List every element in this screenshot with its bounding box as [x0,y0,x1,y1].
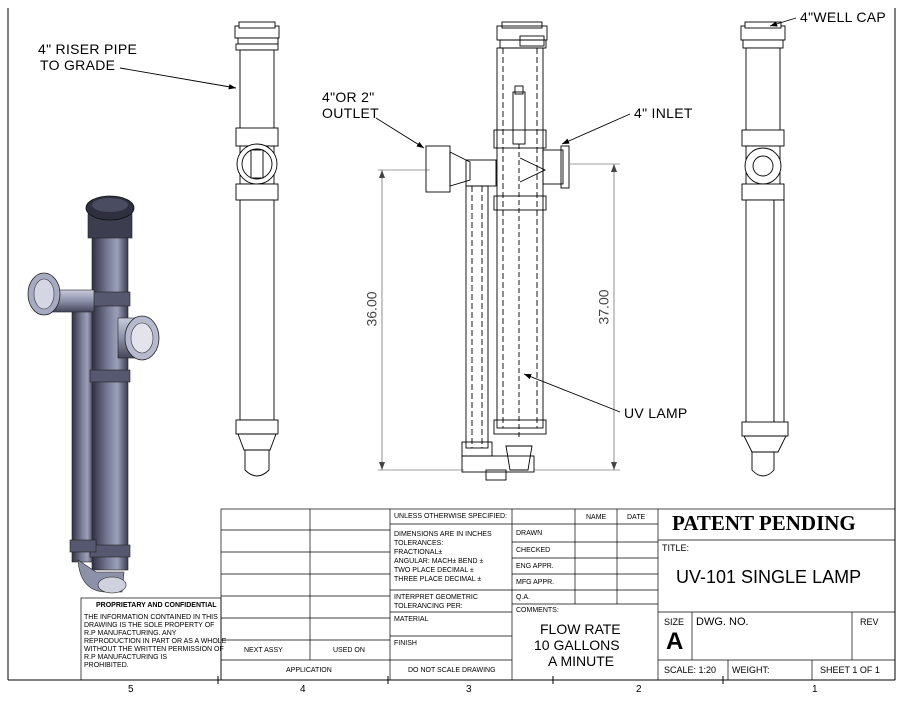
proprietary-line: R.P MANUFACTURING IS [84,654,168,661]
flow-rate-line1: FLOW RATE [540,621,621,637]
next-assy-label: NEXT ASSY [244,647,283,654]
two-place-label: TWO PLACE DECIMAL ± [394,567,474,574]
left-elevation-view [234,21,280,477]
qa-label: Q.A. [516,594,531,601]
name-header: NAME [586,514,607,521]
mfg-appr-label: MFG APPR. [516,579,555,586]
tolerancing-label: TOLERANCING PER: [394,603,463,610]
date-header: DATE [627,514,646,521]
inlet-callout: 4" INLET [634,105,693,121]
zone-marker: 4 [300,684,306,695]
scale-label: SCALE: 1:20 [664,665,717,675]
tolerances-label: TOLERANCES: [394,540,444,547]
comments-label: COMMENTS: [516,607,559,614]
title-block-grid [80,508,896,681]
right-elevation-view [740,21,789,477]
proprietary-heading: PROPRIETARY AND CONFIDENTIAL [96,602,217,609]
riser-callout-line1: 4" RISER PIPE [38,41,138,57]
sheet-label: SHEET 1 OF 1 [820,665,880,675]
outlet-callout-line1: 4"OR 2" [322,89,375,105]
finish-label: FINISH [394,640,417,647]
proprietary-line: WITHOUT THE WRITTEN PERMISSION OF [84,646,224,653]
used-on-label: USED ON [333,647,365,654]
well-cap-callout: 4"WELL CAP [800,9,887,25]
riser-callout-line2: TO GRADE [40,57,116,73]
callout-leaders [119,17,797,413]
angular-label: ANGULAR: MACH± BEND ± [394,558,484,565]
proprietary-line: R.P MANUFACTURING. ANY [84,630,177,637]
isometric-3d-view [27,195,160,594]
zone-marker: 2 [636,684,642,695]
zone-marker: 5 [128,684,134,695]
application-label: APPLICATION [286,667,332,674]
interpret-label: INTERPRET GEOMETRIC [394,594,478,601]
unless-specified-label: UNLESS OTHERWISE SPECIFIED: [394,513,508,520]
size-value: A [666,628,684,655]
eng-appr-label: ENG APPR. [516,563,554,570]
do-not-scale-label: DO NOT SCALE DRAWING [408,667,496,674]
zone-marker: 3 [466,684,472,695]
zone-marker: 1 [812,684,818,695]
proprietary-line: PROHIBITED. [84,662,129,669]
weight-label: WEIGHT: [732,665,770,675]
proprietary-line: DRAWING IS THE SOLE PROPERTY OF [84,622,215,629]
section-view [378,21,620,481]
size-label: SIZE [664,617,685,627]
proprietary-line: REPRODUCTION IN PART OR AS A WHOLE [84,638,227,645]
flow-rate-line3: A MINUTE [548,653,615,669]
uv-lamp-callout: UV LAMP [624,405,688,421]
material-label: MATERIAL [394,616,429,623]
rev-label: REV [860,617,879,627]
proprietary-line: THE INFORMATION CONTAINED IN THIS [84,614,218,621]
flow-rate-line2: 10 GALLONS [534,637,620,653]
outlet-callout-line2: OUTLET [322,105,380,121]
checked-label: CHECKED [516,547,551,554]
dimension-37: 37.00 [595,289,612,325]
patent-pending: PATENT PENDING [672,511,856,535]
title-label: TITLE: [662,543,690,553]
dwg-no-label: DWG. NO. [696,616,749,628]
drawn-label: DRAWN [516,530,543,537]
fractional-label: FRACTIONAL± [394,549,443,556]
drawing-title: UV-101 SINGLE LAMP [676,567,862,587]
dimension-36: 36.00 [363,291,380,327]
three-place-label: THREE PLACE DECIMAL ± [394,576,482,583]
dimensions-inches-label: DIMENSIONS ARE IN INCHES [394,531,492,538]
